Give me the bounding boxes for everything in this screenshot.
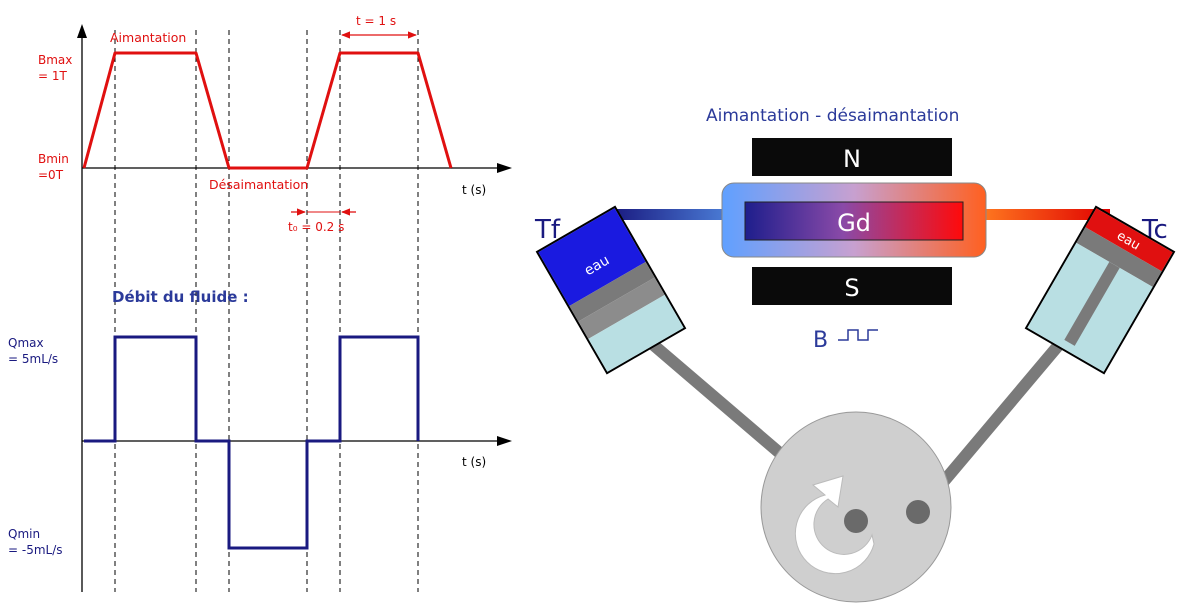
qmax-label: Qmax [8, 336, 44, 350]
crank-pin [906, 500, 930, 524]
qmax-value: = 5mL/s [8, 352, 58, 366]
cold-water-chamber [538, 208, 646, 306]
time-markers [114, 30, 419, 592]
bmax-label: Bmax [38, 53, 72, 67]
square-wave-icon [838, 329, 878, 341]
gadolinium-bar [744, 201, 964, 241]
flow-axis-label: t (s) [462, 455, 486, 469]
device-title: Aimantation - désaimantation [706, 106, 959, 126]
flow-title: Débit du fluide : [112, 288, 249, 306]
magnet-north [752, 138, 952, 176]
hot-cylinder: eau [1024, 205, 1176, 375]
field-symbol: B [813, 328, 828, 353]
hot-piston-top [1076, 227, 1162, 287]
magnet-south [752, 267, 952, 305]
cold-lower-chamber [588, 294, 684, 372]
flow-x-axis-arrow-icon [497, 436, 512, 446]
qmin-label: Qmin [8, 527, 40, 541]
cold-pipe [612, 209, 730, 220]
magnet-north-label: N [843, 145, 861, 173]
crank-pivot [844, 509, 868, 533]
flow-waveform [84, 335, 420, 550]
qmin-value: = -5mL/s [8, 543, 63, 557]
cold-piston-top [569, 261, 655, 322]
y-axis-arrow-icon [77, 24, 87, 38]
rotation-arrow-icon [794, 475, 875, 575]
bmax-value: = 1T [38, 69, 68, 83]
hot-water-chamber [1085, 208, 1173, 272]
period-label: t = 1 s [356, 14, 396, 28]
bmin-value: =0T [38, 168, 64, 182]
field-waveform [82, 51, 453, 170]
cold-cylinder: eau [535, 205, 687, 375]
hot-pipe [980, 209, 1110, 220]
cold-piston-head [578, 277, 665, 339]
magnetization-label: Aimantation [110, 30, 186, 45]
field-x-axis-arrow-icon [497, 163, 512, 173]
demagnetization-label: Désaimantation [209, 177, 308, 192]
hot-piston-rod [1064, 261, 1120, 346]
magnet-south-label: S [844, 274, 859, 302]
t0-label: t₀ = 0.2 s [288, 220, 344, 234]
bmin-label: Bmin [38, 152, 69, 166]
gadolinium-label: Gd [837, 209, 871, 237]
field-axis-label: t (s) [462, 183, 486, 197]
